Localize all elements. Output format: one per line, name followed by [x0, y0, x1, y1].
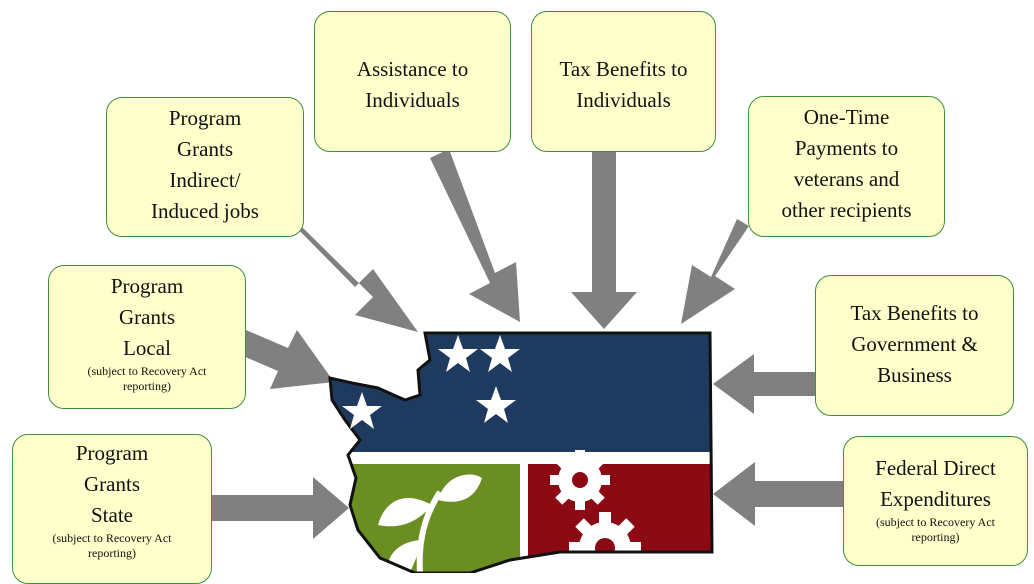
state-outline	[328, 331, 714, 573]
box-assistance-to-individuals: Assistance to Individuals	[314, 11, 511, 152]
box-line: Program	[75, 441, 149, 465]
arrow-one-time	[681, 219, 749, 324]
box-subnote: (subject to Recovery Act	[876, 515, 995, 529]
box-subnote: (subject to Recovery Act	[52, 531, 172, 545]
box-line: other recipients	[781, 198, 912, 222]
box-subnote: reporting)	[911, 530, 960, 544]
arrow-tax-individuals	[571, 152, 637, 329]
arrows	[207, 149, 843, 539]
arrow-tax-gov	[713, 354, 815, 414]
washington-state-emblem	[330, 333, 712, 573]
box-line: Grants	[119, 305, 175, 329]
box-line: Business	[877, 363, 952, 387]
box-one-time-payments: One-Time Payments to veterans and other …	[748, 96, 945, 237]
box-line: Program	[168, 106, 242, 130]
arrow-assistance	[430, 149, 520, 322]
box-line: Expenditures	[880, 487, 991, 511]
arrow-indirect	[284, 215, 418, 332]
stars	[342, 335, 520, 429]
box-line: Payments to	[794, 136, 899, 160]
box-line: Program	[110, 274, 184, 298]
box-program-grants-indirect: Program Grants Indirect/ Induced jobs	[106, 97, 304, 237]
box-line: Local	[123, 336, 171, 360]
box-federal-direct-expenditures: Federal Direct Expenditures (subject to …	[843, 436, 1028, 566]
box-line: veterans and	[793, 167, 900, 191]
star-icon	[438, 335, 478, 372]
box-line: Government &	[851, 332, 978, 356]
star-icon	[476, 386, 516, 423]
box-line: State	[91, 503, 133, 527]
box-subnote: (subject to Recovery Act	[87, 364, 207, 378]
box-line: Individuals	[576, 88, 671, 112]
arrow-state	[207, 477, 349, 539]
box-program-grants-state: Program Grants State (subject to Recover…	[12, 434, 212, 584]
box-line: Tax Benefits to	[850, 301, 979, 325]
box-tax-benefits-government: Tax Benefits to Government & Business	[815, 275, 1014, 416]
box-line: One-Time	[803, 105, 890, 129]
box-line: Induced jobs	[151, 199, 259, 223]
box-line: Grants	[84, 472, 140, 496]
arrow-federal	[713, 462, 843, 526]
box-subnote: reporting)	[123, 379, 171, 393]
box-line: Tax Benefits to	[559, 57, 688, 81]
box-line: Indirect/	[169, 168, 241, 192]
box-subnote: reporting)	[88, 546, 136, 560]
arrow-local	[236, 330, 334, 389]
star-icon	[342, 392, 382, 429]
box-line: Individuals	[365, 88, 460, 112]
box-line: Assistance to	[356, 57, 469, 81]
box-line: Federal Direct	[875, 456, 996, 480]
box-program-grants-local: Program Grants Local (subject to Recover…	[48, 265, 246, 409]
star-icon	[480, 335, 520, 372]
box-line: Grants	[177, 137, 233, 161]
box-tax-benefits-individuals: Tax Benefits to Individuals	[531, 11, 716, 152]
